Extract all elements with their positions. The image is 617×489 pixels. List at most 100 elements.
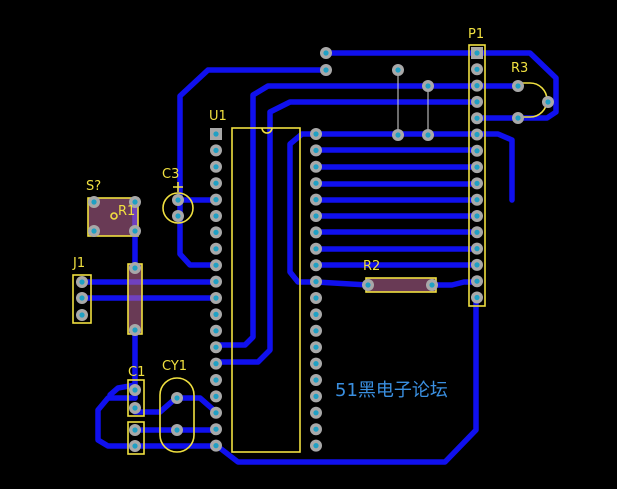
pad (129, 196, 141, 208)
pad (88, 196, 100, 208)
u1-pad-right (310, 226, 322, 239)
p1-pad (471, 226, 483, 239)
trace-p1-gnd (213, 295, 479, 465)
u1-pad-right (310, 275, 322, 288)
u1-pad-right (310, 193, 322, 206)
u1-pad-left (210, 292, 222, 304)
pad (512, 112, 524, 124)
u1-pad-left (210, 193, 222, 206)
p1-pad (471, 95, 483, 108)
r1-body (128, 264, 142, 334)
trace-u1-mid-b (213, 99, 479, 365)
label-r3: R3 (511, 61, 529, 76)
p1-outline (468, 44, 486, 307)
p1-pad (471, 258, 483, 271)
label-c1: C1 (128, 365, 146, 380)
u1-pad-left (210, 160, 222, 173)
p1-pad (471, 177, 483, 190)
u1-pad-left (210, 242, 222, 255)
label-p1: P1 (468, 27, 485, 42)
c1-outline (127, 379, 145, 417)
u1-pad-right (310, 423, 322, 436)
u1-pad-right (310, 439, 322, 452)
s7-outline (87, 197, 139, 237)
trace-r2-p1 (313, 279, 479, 288)
u1-pad-right (310, 324, 322, 337)
pad (392, 64, 404, 76)
pad (129, 324, 141, 336)
p1-pad (471, 275, 483, 288)
u1-pad-left (210, 210, 222, 222)
label-cy1: CY1 (162, 359, 188, 374)
p1-pad (471, 193, 483, 206)
u1-pad-left (210, 390, 222, 403)
u1-pad-left (210, 144, 222, 157)
label-c3: C3 (162, 167, 180, 182)
u1-pad-left (210, 341, 222, 354)
trace-u1-mid-a (213, 83, 479, 348)
pad (171, 392, 183, 404)
pad (392, 129, 404, 141)
pad (171, 424, 183, 436)
u1-pad-right (310, 308, 322, 321)
u1-outline (231, 127, 301, 453)
u1-pad-left (210, 357, 222, 370)
pad (172, 194, 184, 206)
pads (76, 47, 554, 452)
p1-pad (471, 210, 483, 222)
label-r1: R1 (118, 204, 136, 219)
trace-p1-1-top (323, 50, 559, 121)
label-s7: S? (86, 179, 102, 194)
u1-pad-left (210, 324, 222, 337)
p1-pad (471, 242, 483, 255)
u1-pad-right (310, 341, 322, 354)
watermark-text: 51黑电子论坛 (335, 380, 448, 401)
u1-pad-left (210, 423, 222, 436)
pad (76, 292, 88, 304)
c1b-outline (127, 421, 145, 455)
pad (129, 424, 141, 436)
pad (362, 279, 374, 291)
p1-pad (471, 112, 483, 125)
u1-pad-right (310, 242, 322, 255)
u1-pad-left (210, 439, 222, 452)
u1-pad-left (210, 259, 222, 272)
u1-pad-left (210, 128, 222, 140)
c3-polarity (173, 182, 183, 192)
trace-p1-bus-return (473, 131, 515, 203)
u1-pad-right (310, 357, 322, 370)
trace-crystal-loop (107, 382, 138, 398)
pad (426, 279, 438, 291)
label-r2: R2 (363, 259, 381, 274)
u1-pad-left (210, 177, 222, 190)
trace-right-column (287, 131, 479, 285)
pad (76, 276, 88, 288)
pad (422, 129, 434, 141)
u1-pad-right (310, 292, 322, 304)
p1-pad (471, 144, 483, 157)
r1-marker (110, 212, 118, 220)
u1-pad-right (310, 177, 322, 190)
p1-pad (471, 79, 483, 92)
jumper-wires (397, 70, 429, 135)
u1-pad-left (210, 275, 222, 288)
u1-pad-right (310, 390, 322, 403)
label-j1: J1 (73, 256, 86, 271)
r2-body (366, 278, 436, 292)
pad (422, 80, 434, 92)
pad (172, 210, 184, 222)
p1-pad (471, 63, 483, 76)
trace-outer-left (177, 67, 329, 268)
u1-pad-left (210, 374, 222, 386)
pad (76, 309, 88, 321)
u1-pad-right (310, 144, 322, 157)
u1-pad-right (310, 128, 322, 140)
u1-pad-right (310, 259, 322, 272)
u1-pad-left (210, 406, 222, 419)
trace-crystal-a (95, 395, 219, 449)
pad (129, 262, 141, 274)
pad (129, 440, 141, 452)
u1-pad-left (210, 308, 222, 321)
pad (129, 384, 141, 396)
